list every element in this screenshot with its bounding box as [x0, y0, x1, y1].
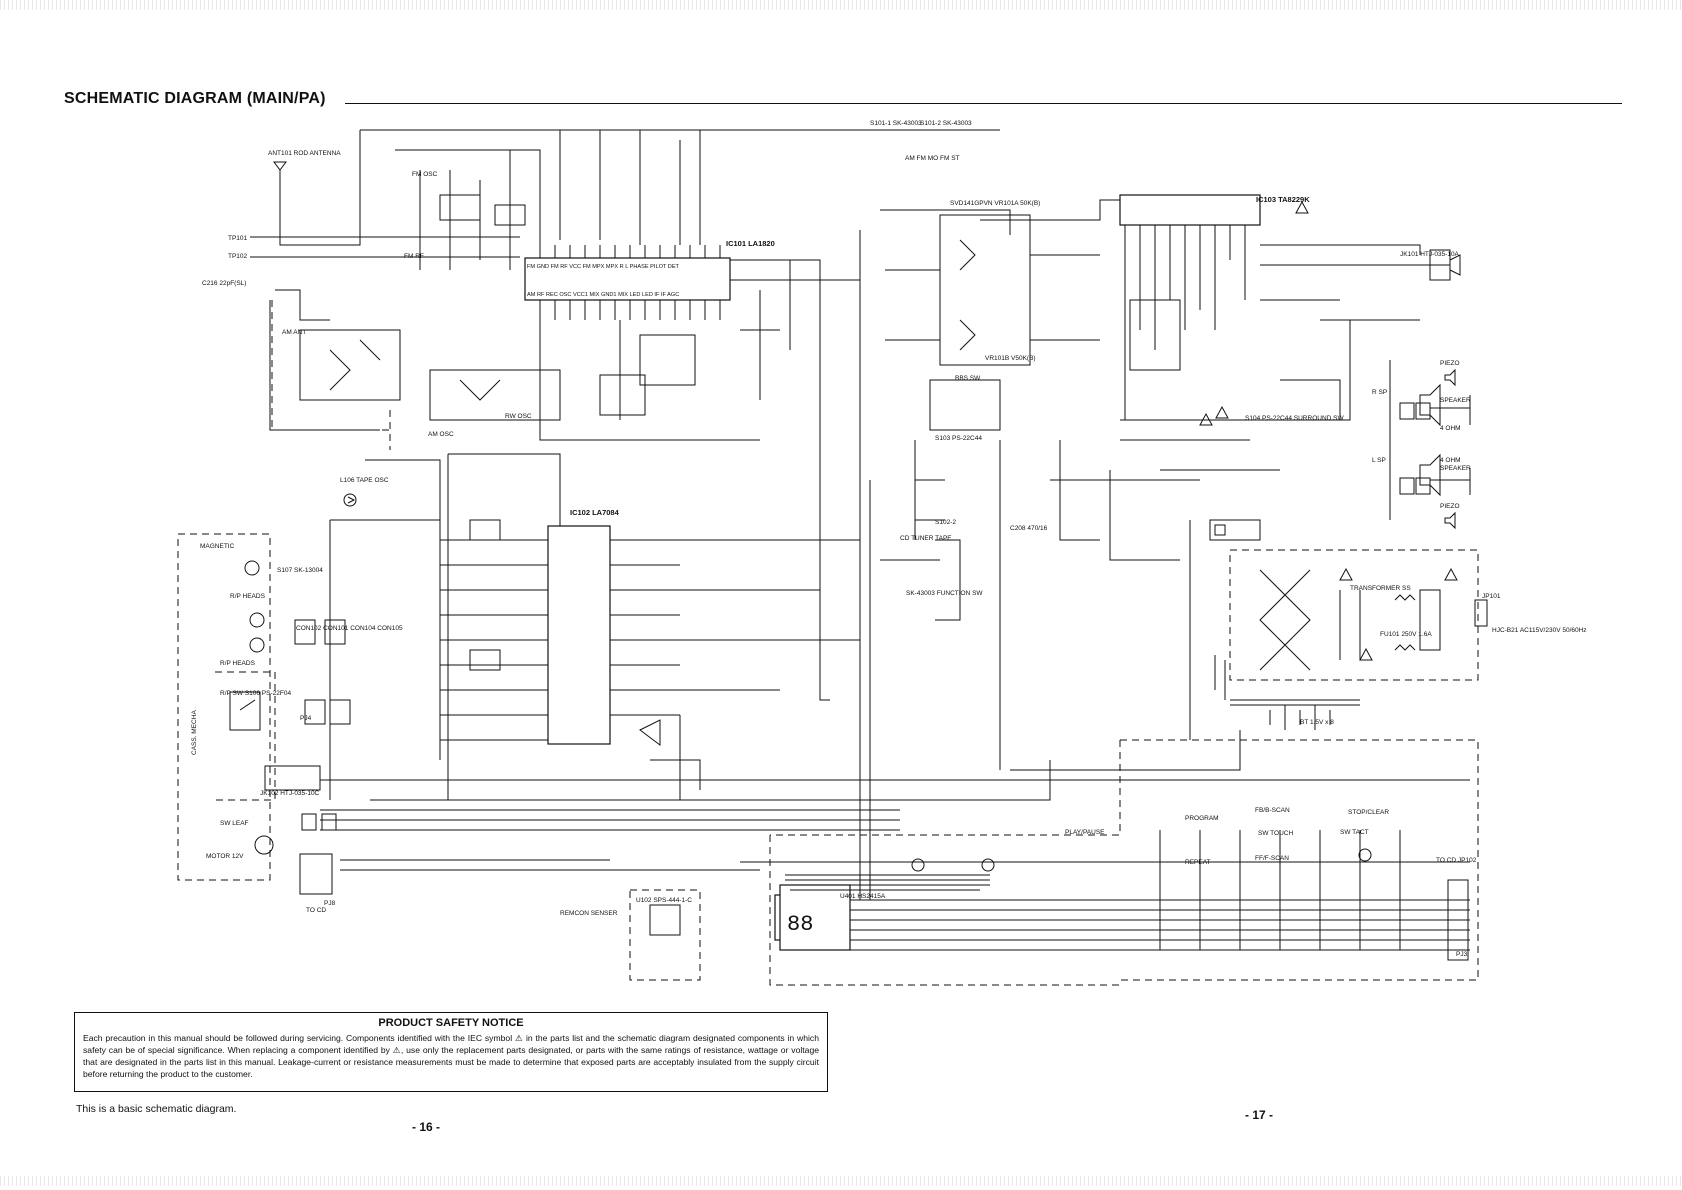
tuner-front-end — [250, 129, 1000, 450]
label-am-ant: AM ANT — [282, 329, 306, 336]
power-supply — [1189, 519, 1488, 740]
label-repeat: REPEAT — [1185, 859, 1211, 866]
label-rp-heads-2: R/P HEADS — [220, 660, 256, 667]
label-l-sp: L SP — [1372, 457, 1386, 464]
ic103-block — [1119, 194, 1461, 441]
basic-schematic-note: This is a basic schematic diagram. — [76, 1103, 237, 1115]
label-speaker-top: SPEAKER — [1440, 397, 1471, 404]
notice-title: PRODUCT SAFETY NOTICE — [378, 1017, 524, 1029]
label-jp101: JP101 — [1482, 593, 1501, 600]
label-u102: U102 SPS-444-1-C — [636, 897, 692, 904]
ic101-block — [524, 245, 860, 480]
label-ohm-top: 4 OHM — [1440, 425, 1461, 432]
label-c216: C216 22pF(SL) — [202, 280, 246, 287]
label-cass-mecha: CASS. MECHA — [191, 710, 198, 755]
page-number-right: - 17 - — [1245, 1108, 1274, 1122]
scan-noise-top — [0, 0, 1682, 10]
label-tape-osc: L106 TAPE OSC — [340, 477, 389, 484]
label-ic101: IC101 LA1820 — [726, 239, 775, 248]
label-s101: S101-1 SK-43003 — [870, 120, 922, 127]
label-sw-tact: SW TACT — [1340, 829, 1369, 836]
page-number-left: - 16 - — [412, 1120, 441, 1134]
label-am-osc: AM OSC — [428, 431, 454, 438]
label-rp-sw: R/P SW S106 PS-22F04 — [220, 690, 291, 697]
notice-body: Each precaution in this manual should be… — [83, 1033, 819, 1079]
label-piezo-top: PIEZO — [1440, 360, 1460, 367]
label-func-sw: SK-43003 FUNCTION SW — [906, 590, 983, 597]
label-cd-tuner-tape: CD TUNER TAPE — [900, 535, 952, 542]
label-bt: BT 1.5V x 8 — [1300, 719, 1334, 726]
label-transformer: TRANSFORMER SS — [1350, 585, 1411, 592]
label-am-fm: AM FM MO FM ST — [905, 155, 960, 162]
label-motor: MOTOR 12V — [206, 853, 244, 860]
volume-bbs-block — [859, 214, 1100, 900]
label-tp102: TP102 — [228, 253, 248, 260]
label-rp-heads: R/P HEADS — [230, 593, 266, 600]
label-sw-leaf: SW LEAF — [220, 820, 249, 827]
label-jk102: JK102 HTJ-035-10C — [260, 790, 320, 797]
scan-noise-bottom — [0, 1176, 1682, 1186]
label-c208: C208 470/16 — [1010, 525, 1048, 532]
schematic-drawing: ANT101 ROD ANTENNA TP101 TP102 C216 22pF… — [177, 120, 1587, 986]
label-con: CON102 CON101 CON104 CON105 — [296, 625, 403, 632]
label-sw-touch: SW TOUCH — [1258, 830, 1293, 837]
label-fuse: FU101 250V 1.6A — [1380, 631, 1432, 638]
label-ff-scan: FF/F-SCAN — [1255, 855, 1289, 862]
label-play-pause: PLAY/PAUSE — [1065, 829, 1105, 836]
label-r-sp: R SP — [1372, 389, 1387, 396]
label-magnetic: MAGNETIC — [200, 543, 235, 550]
label-fb-scan: FB/B-SCAN — [1255, 807, 1290, 814]
interconnect-wires — [370, 199, 1470, 901]
label-stop-clear: STOP/CLEAR — [1348, 809, 1389, 816]
label-surround: S104 PS-22C44 SURROUND SW — [1245, 415, 1344, 422]
label-ac-in: HJC-B21 AC115V/230V 50/60Hz — [1492, 627, 1587, 634]
label-s101b: S101-2 SK-43003 — [920, 120, 972, 127]
label-vr101b: VR101B V50K(B) — [985, 355, 1036, 362]
title-rule — [345, 103, 1622, 104]
label-tp101: TP101 — [228, 235, 248, 242]
label-pj8: PJ8 — [324, 900, 336, 907]
label-ohm-bottom: 4 OHM — [1440, 457, 1461, 464]
label-s103: S103 PS-22C44 — [935, 435, 982, 442]
safety-warning-icons — [1199, 200, 1458, 661]
label-fm-rf: FM RF — [404, 253, 424, 260]
label-piezo-bottom: PIEZO — [1440, 503, 1460, 510]
label-ic102: IC102 LA7084 — [570, 508, 620, 517]
label-pj4: PJ4 — [300, 715, 312, 722]
label-vr101: SVD141GPVN VR101A 50K(B) — [950, 200, 1040, 207]
label-s107: S107 SK-13004 — [277, 567, 323, 574]
label-fm-osc: FM OSC — [412, 171, 438, 178]
label-ic101-bottom-pins: AM RF REC OSC VCC1 MIX GND1 MIX LED LED … — [527, 292, 679, 298]
label-remcon: REMCON SENSER — [560, 910, 618, 917]
speaker-outputs — [1389, 360, 1471, 530]
label-ic101-top-pins: FM GND FM RF VCC FM MPX MPX R L PHASE PI… — [527, 264, 680, 270]
ic102-block — [329, 453, 860, 800]
diagram-title: SCHEMATIC DIAGRAM (MAIN/PA) — [64, 90, 326, 107]
label-s102: S102-2 — [935, 519, 956, 526]
cassette-mechanism — [177, 533, 1100, 895]
label-bbs: BBS SW — [955, 375, 981, 382]
label-speaker-bottom: SPEAKER — [1440, 465, 1471, 472]
label-antenna: ANT101 ROD ANTENNA — [268, 150, 341, 157]
label-to-cd: TO CD JP102 — [1436, 857, 1477, 864]
cd-display-section — [629, 739, 1479, 986]
label-program: PROGRAM — [1185, 815, 1219, 822]
label-to-cd-left: TO CD — [306, 907, 326, 914]
label-ic103: IC103 TA8229K — [1256, 195, 1310, 204]
label-pj3: PJ3 — [1456, 951, 1468, 958]
schematic-labels: ANT101 ROD ANTENNA TP101 TP102 C216 22pF… — [191, 120, 1587, 958]
display-digits: 88 — [787, 912, 813, 937]
label-u401: U401 HS2415A — [840, 893, 886, 900]
product-safety-notice: PRODUCT SAFETY NOTICE Each precaution in… — [74, 1012, 828, 1092]
label-jk101: JK101 HTJ-035-10A — [1400, 251, 1460, 258]
label-rw-osc: RW OSC — [505, 413, 532, 420]
